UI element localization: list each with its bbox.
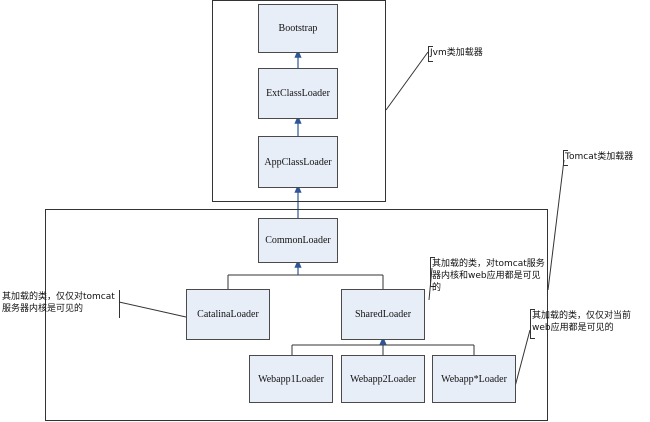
webapp-star-loader-node: Webapp*Loader	[432, 355, 516, 403]
webapp2-loader-node: Webapp2Loader	[341, 355, 425, 403]
webapp-annotation: 其加载的类，仅仅对当前web应用都是可见的	[532, 311, 632, 333]
ext-class-loader-node: ExtClassLoader	[258, 68, 338, 119]
webapp-annotation-box	[530, 309, 535, 339]
common-loader-node: CommonLoader	[258, 218, 338, 263]
leader-catalina	[118, 301, 187, 318]
catalina-annotation-box	[0, 290, 120, 318]
shared-loader-node: SharedLoader	[341, 289, 425, 340]
shared-annotation: 其加载的类，对tomcat服务器内核和web应用都是可见的	[432, 259, 545, 293]
catalina-annotation: 其加载的类，仅仅对tomcat服务器内核是可见的	[2, 292, 115, 314]
jvm-group-frame	[212, 0, 386, 202]
shared-annotation-box	[430, 257, 435, 287]
catalina-loader-node: CatalinaLoader	[186, 289, 270, 340]
tomcat-callout-label: Tomcat类加载器	[565, 152, 634, 162]
webapp1-loader-node: Webapp1Loader	[249, 355, 333, 403]
leader-jvm	[385, 51, 429, 111]
app-class-loader-node: AppClassLoader	[258, 136, 338, 188]
leader-tomcat	[547, 159, 565, 291]
jvm-callout-box	[428, 46, 433, 62]
bootstrap-node: Bootstrap	[258, 4, 338, 53]
tomcat-group-frame	[45, 209, 548, 421]
jvm-callout-label: Jvm类加载器	[430, 48, 483, 58]
tomcat-callout-box	[563, 150, 568, 166]
